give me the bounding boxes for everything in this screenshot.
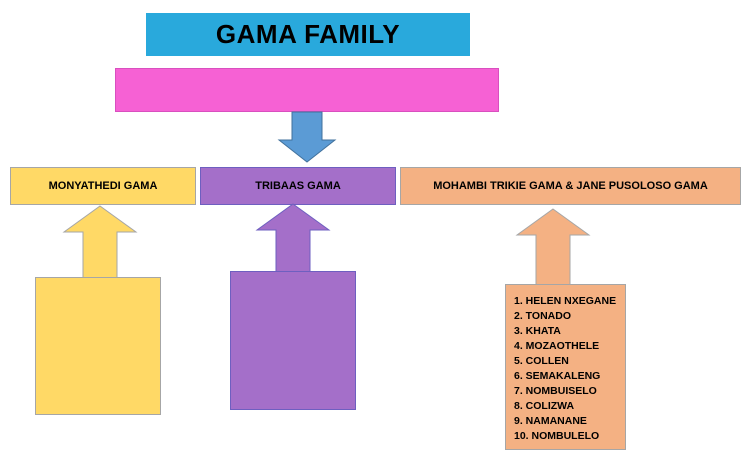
descendants-list-box: 1. HELEN NXEGANE 2. TONADO 3. KHATA 4. M… [505,284,626,450]
purple-detail-box [230,271,356,410]
list-item: 5. COLLEN [514,355,569,367]
parent-label: TRIBAAS GAMA [255,179,341,192]
list-item: 3. KHATA [514,325,561,337]
list-item: 2. TONADO [514,310,571,322]
parent-box-mohambi-jane: MOHAMBI TRIKIE GAMA & JANE PUSOLOSO GAMA [400,167,741,205]
parent-box-monyathedi: MONYATHEDI GAMA [10,167,196,205]
diagram-title: GAMA FAMILY [215,19,401,49]
parent-label: MONYATHEDI GAMA [48,179,158,192]
list-item: 8. COLIZWA [514,400,575,412]
yellow-detail-box [35,277,161,415]
list-item: 10. NOMBULELO [514,430,600,442]
list-item: 7. NOMBUISELO [514,385,597,397]
up-arrow-purple [255,203,331,273]
up-arrow-orange [515,208,591,286]
down-arrow [277,111,337,163]
up-arrow-yellow [62,205,138,279]
list-item: 4. MOZAOTHELE [514,340,600,352]
list-item: 6. SEMAKALENG [514,370,601,382]
parent-box-tribaas: TRIBAAS GAMA [200,167,396,205]
parent-label: MOHAMBI TRIKIE GAMA & JANE PUSOLOSO GAMA [433,179,708,192]
list-item: 1. HELEN NXEGANE [514,295,617,307]
list-item: 9. NAMANANE [514,415,587,427]
root-box [115,68,499,112]
title-box: GAMA FAMILY [146,13,470,56]
